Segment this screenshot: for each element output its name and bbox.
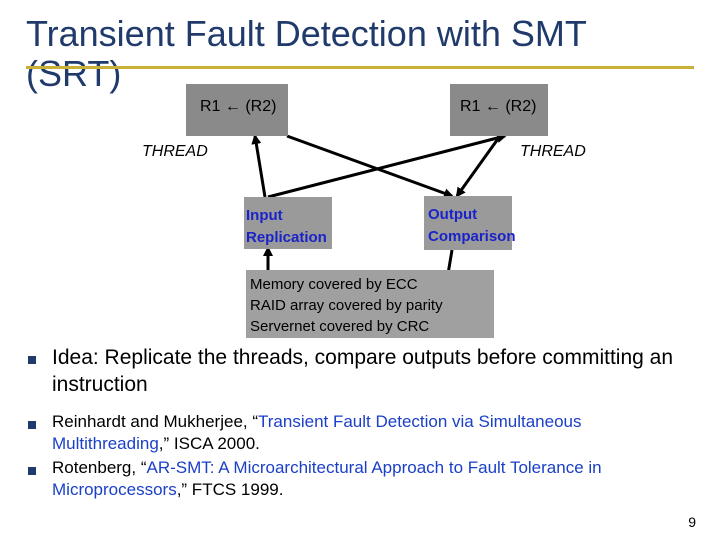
bullet-square-icon	[28, 356, 36, 364]
ref2-title-link[interactable]: AR-SMT: A Microarchitectural Approach to…	[52, 458, 602, 499]
left-thread-label: THREAD	[142, 143, 208, 160]
arrow-left-thread-to-output	[286, 134, 454, 198]
bullet-square-icon	[28, 421, 36, 429]
memory-line-servernet: Servernet covered by CRC	[250, 318, 430, 335]
ref1-prefix: Reinhardt and Mukherjee, “	[52, 412, 259, 431]
arrow-input-to-left-thread	[251, 134, 267, 198]
ref1-suffix: ,” ISCA 2000.	[158, 434, 260, 453]
right-register-label: R1 ← (R2)	[460, 98, 537, 115]
right-thread-label: THREAD	[520, 143, 586, 160]
title-line-1: Transient Fault Detection with SMT	[26, 13, 587, 54]
bullet-idea-text: Idea: Replicate the threads, compare out…	[52, 346, 674, 396]
input-replication-box: Input Replication	[244, 197, 332, 249]
bullet-square-icon	[28, 467, 36, 475]
memory-protection-box: Memory covered by ECC RAID array covered…	[246, 270, 494, 338]
title-underline	[26, 66, 694, 69]
output-comparison-box: Output Comparison	[424, 196, 516, 250]
slide-title: Transient Fault Detection with SMT (SRT)	[26, 14, 706, 94]
bullet-reference-reinhardt: Reinhardt and Mukherjee, “Transient Faul…	[28, 411, 698, 455]
title-line-2: (SRT)	[26, 53, 122, 94]
arrow-right-thread-to-output	[455, 135, 502, 198]
output-comparison-label-line2: Comparison	[428, 228, 516, 245]
page-number: 9	[688, 514, 696, 530]
bullet-idea: Idea: Replicate the threads, compare out…	[28, 344, 698, 398]
memory-line-raid: RAID array covered by parity	[250, 297, 443, 314]
left-register-label: R1 ← (R2)	[200, 98, 277, 115]
ref1-title-link[interactable]: Transient Fault Detection via Simultaneo…	[52, 412, 582, 453]
right-register-box: R1 ← (R2)	[450, 84, 548, 136]
ref2-prefix: Rotenberg, “	[52, 458, 147, 477]
input-replication-label-line1: Input	[246, 207, 283, 224]
arrow-input-to-right-thread	[267, 133, 507, 199]
memory-line-ecc: Memory covered by ECC	[250, 276, 418, 293]
output-comparison-label-line1: Output	[428, 206, 478, 223]
input-replication-label-line2: Replication	[246, 229, 327, 246]
left-register-box: R1 ← (R2)	[186, 84, 288, 136]
bullet-reference-rotenberg: Rotenberg, “AR-SMT: A Microarchitectural…	[28, 457, 698, 501]
ref2-suffix: ,” FTCS 1999.	[176, 480, 284, 499]
bullet-list: Idea: Replicate the threads, compare out…	[28, 344, 698, 501]
